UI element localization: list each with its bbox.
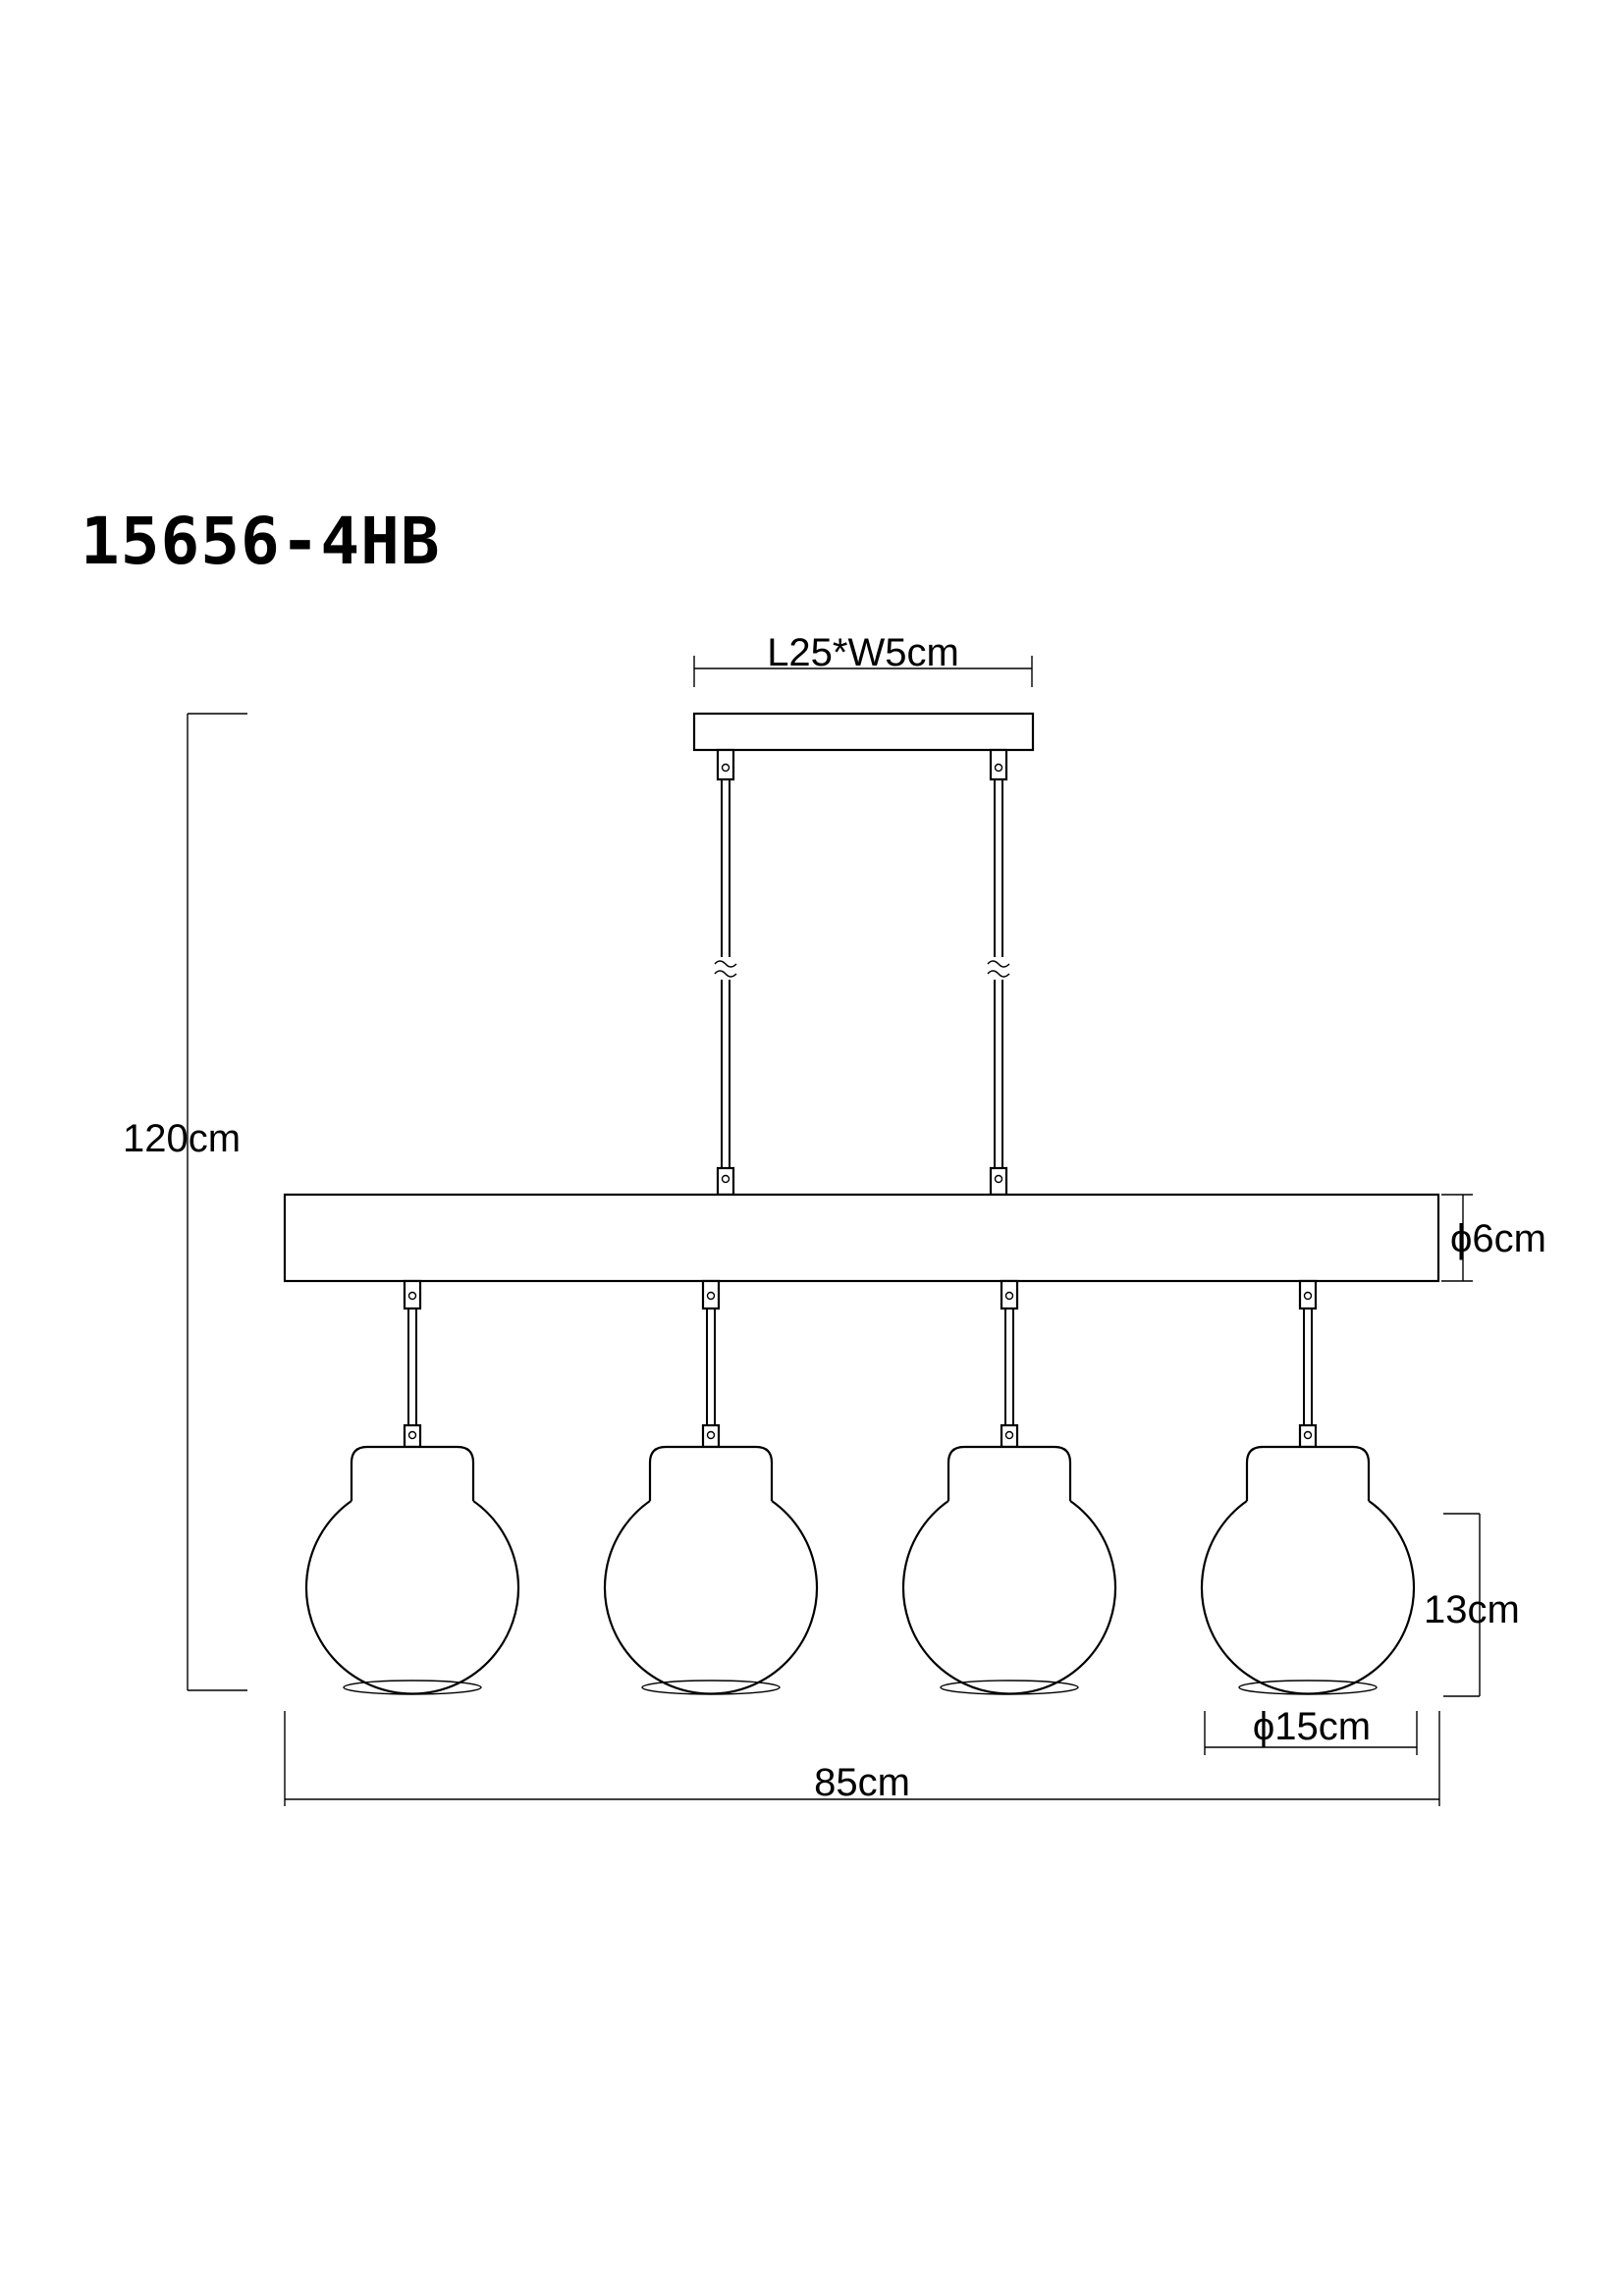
- shade-diameter-dimension: ϕ15cm: [1204, 1705, 1418, 1755]
- shade-height-dimension: 13cm: [1424, 1513, 1520, 1697]
- pendant-shade: [901, 1279, 1117, 1695]
- suspension-cable-right: [987, 748, 1010, 1197]
- suspension-cable-left: [714, 748, 737, 1197]
- total-length-dimension: 85cm: [284, 1711, 1440, 1806]
- pendant-shade: [1200, 1279, 1416, 1695]
- bar-diameter-dimension: ϕ6cm: [1441, 1194, 1546, 1282]
- shade-diameter-label: ϕ15cm: [1253, 1705, 1371, 1748]
- pendant-shade: [603, 1279, 819, 1695]
- total-height-dimension: 120cm: [123, 713, 247, 1691]
- canopy-dimension: L25*W5cm: [693, 631, 1033, 687]
- total-length-label: 85cm: [814, 1761, 910, 1804]
- main-bar: [283, 1193, 1440, 1283]
- total-height-label: 120cm: [123, 1117, 241, 1160]
- model-number: 15656-4HB: [81, 504, 441, 579]
- shade-height-label: 13cm: [1424, 1588, 1520, 1631]
- ceiling-canopy: [692, 712, 1035, 752]
- bar-diameter-label: ϕ6cm: [1450, 1217, 1546, 1260]
- canopy-size-label: L25*W5cm: [767, 631, 959, 674]
- pendant-shade: [304, 1279, 520, 1695]
- pendant-shades: [304, 1279, 1416, 1695]
